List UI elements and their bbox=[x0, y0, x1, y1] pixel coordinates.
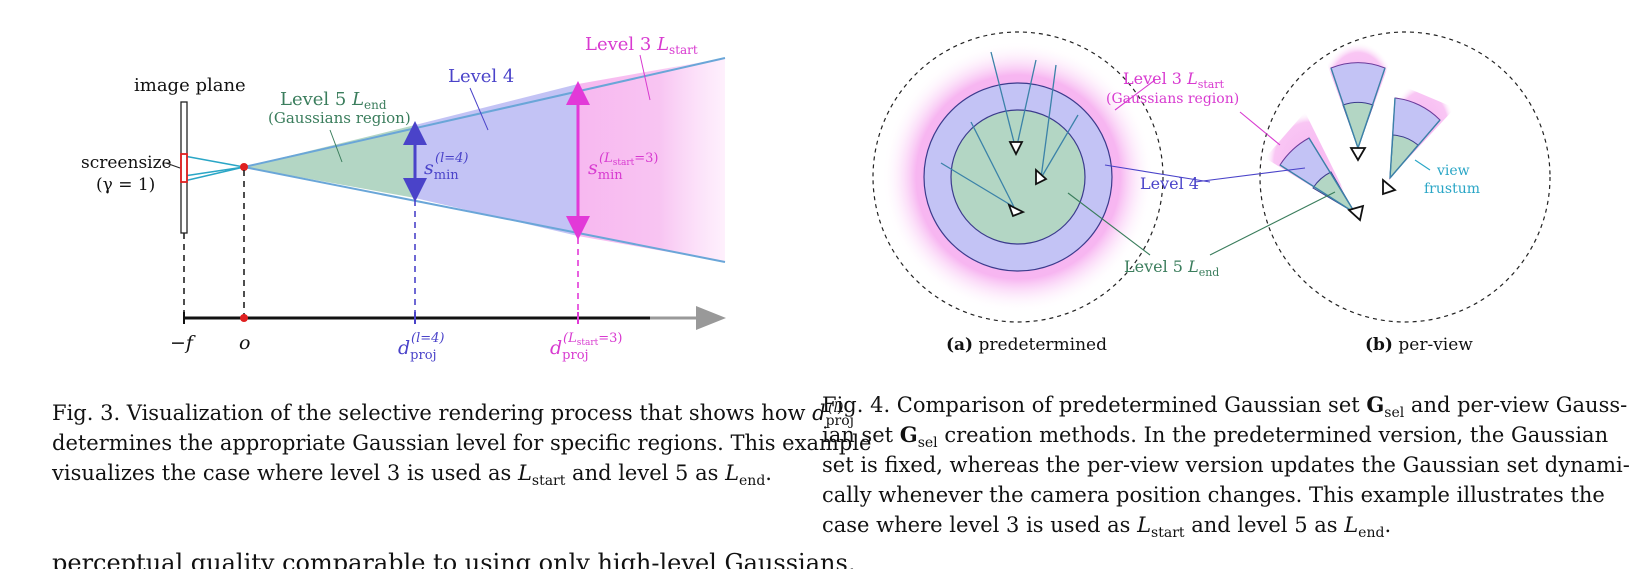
camera-icon bbox=[1382, 178, 1397, 196]
image-plane-label: image plane bbox=[134, 75, 246, 96]
figure-4: Level 3 Lstart (Gaussians region) Level … bbox=[872, 31, 1551, 355]
fig4-frustum-label: frustum bbox=[1424, 181, 1480, 197]
frustum-edge-bottom bbox=[243, 166, 726, 263]
leader-level5 bbox=[329, 129, 343, 163]
gamma-label: (γ = 1) bbox=[96, 175, 155, 195]
ray-top bbox=[183, 166, 245, 177]
fig4-level5-label: Level 5 Lend bbox=[1124, 257, 1219, 279]
camera-icon bbox=[1035, 167, 1048, 186]
s-min-3-sup: (Lstart=3) bbox=[599, 151, 659, 168]
panel-a-predetermined bbox=[872, 31, 1211, 323]
fig4-level3-label: Level 3 Lstart bbox=[1123, 69, 1225, 91]
fig4-view-label: view bbox=[1436, 163, 1470, 179]
frustum-3-level5 bbox=[1389, 134, 1419, 180]
figure-3: image plane screensize (γ = 1) Level 5 L… bbox=[81, 34, 726, 363]
level4-region bbox=[415, 84, 578, 236]
level5-region-label: (Gaussians region) bbox=[268, 109, 411, 127]
leader-level4 bbox=[469, 87, 489, 131]
screensize-leader bbox=[165, 162, 181, 169]
camera-icon bbox=[1349, 147, 1367, 162]
fig4-level3-region-label: (Gaussians region) bbox=[1106, 91, 1239, 107]
screensize-label: screensize bbox=[81, 153, 172, 173]
leader-level3 bbox=[639, 54, 651, 101]
ray-cross-1 bbox=[183, 155, 245, 168]
level5-region bbox=[244, 125, 415, 198]
s-min-4-label: smin bbox=[424, 157, 459, 183]
leader-a-level4 bbox=[1104, 164, 1211, 183]
outer-boundary-b bbox=[1259, 31, 1551, 323]
body-text-line: perceptual quality comparable to using o… bbox=[52, 549, 856, 569]
axis-label-d3-sup: (Lstart=3) bbox=[563, 331, 623, 348]
level5-disc-a bbox=[950, 109, 1086, 245]
camera-icon bbox=[1347, 204, 1365, 222]
leader-b-view bbox=[1414, 159, 1431, 171]
panel-b-per-view bbox=[1194, 31, 1551, 323]
axis-label-neg-f: −f bbox=[170, 332, 196, 354]
subcaption-a: (a) predetermined bbox=[946, 335, 1107, 355]
screensize-marker bbox=[180, 153, 188, 183]
axis-origin-dot bbox=[240, 314, 248, 322]
leader-b-level5 bbox=[1209, 191, 1336, 256]
frustum-2-level5 bbox=[1342, 101, 1374, 150]
figure-4-caption: Fig. 4. Comparison of predetermined Gaus… bbox=[822, 392, 1630, 542]
level3-label: Level 3 Lstart bbox=[585, 34, 698, 57]
ray-cross-2 bbox=[183, 166, 245, 182]
axis-label-d3: dproj bbox=[550, 337, 589, 363]
camera-icon bbox=[1008, 141, 1024, 157]
fig4-level4-label: Level 4 bbox=[1140, 174, 1199, 193]
axis-label-d4-sup: (l=4) bbox=[411, 331, 444, 346]
leader-b-level3 bbox=[1239, 111, 1281, 146]
s-min-3-label: smin bbox=[588, 157, 623, 183]
figure-3-caption: Fig. 3. Visualization of the selective r… bbox=[52, 400, 872, 490]
axis-label-d4: dproj bbox=[398, 337, 437, 363]
leader-a-level5 bbox=[1067, 192, 1151, 256]
subcaption-b: (b) per-view bbox=[1365, 335, 1473, 355]
optical-center bbox=[240, 163, 248, 171]
s-min-4-sup: (l=4) bbox=[435, 151, 468, 166]
axis-label-o: o bbox=[239, 332, 250, 354]
leader-b-level4 bbox=[1194, 167, 1306, 183]
leader-a-level3 bbox=[1114, 79, 1156, 111]
outer-boundary-a bbox=[872, 31, 1164, 323]
camera-icon bbox=[1007, 203, 1026, 218]
level5-label: Level 5 Lend bbox=[280, 89, 387, 112]
level3-region bbox=[578, 58, 725, 262]
level4-label: Level 4 bbox=[448, 66, 514, 87]
